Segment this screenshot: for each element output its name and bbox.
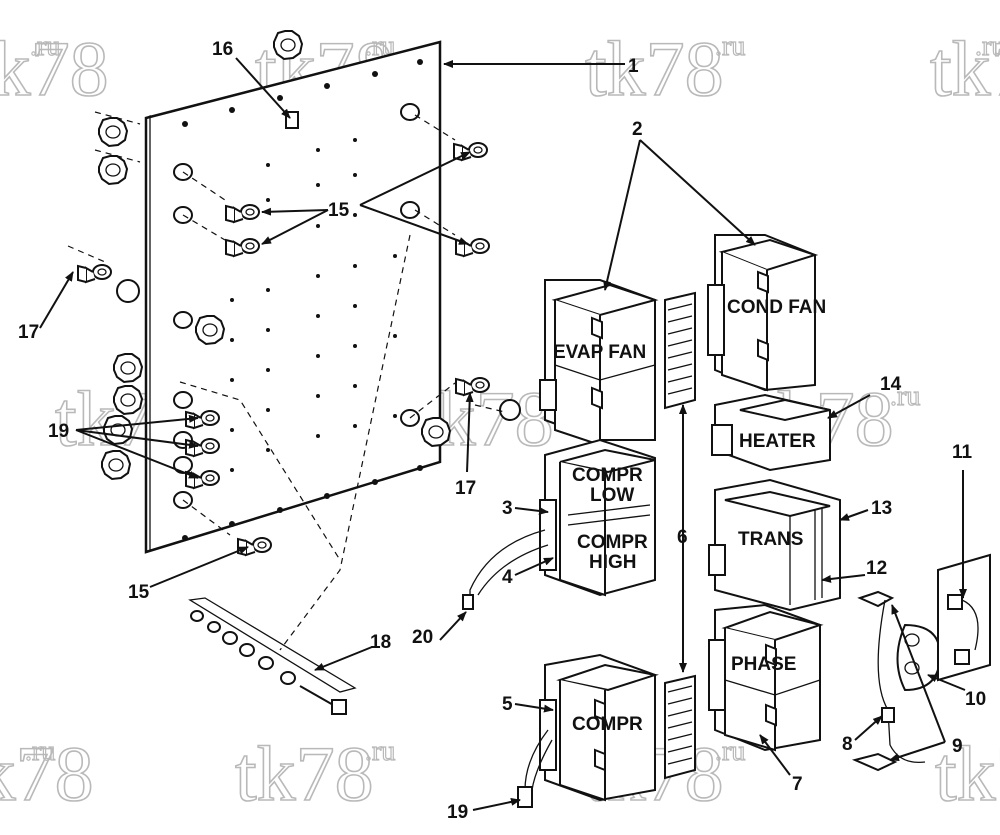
label-cond-fan: COND FAN <box>727 297 826 318</box>
mounting-panel <box>144 40 442 554</box>
label-compr-high-line2: HIGH <box>589 552 637 573</box>
label-phase: PHASE <box>731 654 796 675</box>
callout-16: 16 <box>212 39 233 60</box>
watermark-text: tk78 <box>0 730 94 817</box>
callout-9: 9 <box>952 736 963 757</box>
watermark-suffix: .ru <box>890 381 920 412</box>
watermark-text: tk78 <box>0 25 109 112</box>
relay-evap-fan <box>539 279 659 447</box>
label-compr-high-line1: COMPR <box>577 532 648 553</box>
terminal-strips <box>664 291 696 780</box>
callout-1: 1 <box>628 56 639 77</box>
watermark-suffix: .ru <box>975 31 1000 62</box>
callout-17-left: 17 <box>18 322 39 343</box>
callout-10: 10 <box>965 689 986 710</box>
watermark-text: tk78 <box>585 25 724 112</box>
component-labels: EVAP FAN COND FAN HEATER COMPR LOW COMPR… <box>553 297 826 735</box>
callout-7: 7 <box>792 774 803 795</box>
relay-phase <box>708 603 824 752</box>
callout-6: 6 <box>677 527 688 548</box>
hardware-kit-18 <box>188 597 357 715</box>
watermark-suffix: .ru <box>25 736 55 767</box>
transformer <box>708 478 841 612</box>
label-trans: TRANS <box>738 529 803 550</box>
watermark-suffix: .ru <box>365 736 395 767</box>
callout-17-right: 17 <box>455 478 476 499</box>
label-heater: HEATER <box>739 431 816 452</box>
callout-4: 4 <box>502 567 513 588</box>
callout-12: 12 <box>866 558 887 579</box>
panel-nuts <box>98 30 521 480</box>
watermark-text: tk78 <box>235 730 374 817</box>
label-compr: COMPR <box>572 714 643 735</box>
callout-15-bottom: 15 <box>128 582 150 603</box>
watermark-text: tk78 <box>930 25 1000 112</box>
relay-cond-fan <box>707 234 819 392</box>
callout-15-top: 15 <box>328 200 350 221</box>
label-compr-low-line2: LOW <box>590 485 634 506</box>
callout-19-left: 19 <box>48 421 69 442</box>
callout-3: 3 <box>502 498 513 519</box>
callout-13: 13 <box>871 498 892 519</box>
relay-compr-low-high <box>462 438 656 610</box>
small-parts <box>851 553 991 772</box>
callout-5: 5 <box>502 694 513 715</box>
label-compr-low-line1: COMPR <box>572 465 643 486</box>
watermark-text: tk78 <box>935 730 1000 817</box>
label-evap-fan: EVAP FAN <box>553 342 646 363</box>
relay-compr <box>517 653 659 808</box>
callout-8: 8 <box>842 734 853 755</box>
callout-19-bottom: 19 <box>447 802 468 823</box>
watermark-suffix: .ru <box>30 31 60 62</box>
callout-numbers: 1 2 3 4 5 6 7 8 9 10 11 12 13 14 15 15 1… <box>18 39 986 823</box>
callout-14: 14 <box>880 374 902 395</box>
relay-heater <box>711 393 831 472</box>
leader-lines <box>39 57 967 811</box>
assembly-lines <box>67 111 506 651</box>
watermark-suffix: .ru <box>715 31 745 62</box>
callout-20: 20 <box>412 627 433 648</box>
callout-18: 18 <box>370 632 391 653</box>
callout-11: 11 <box>952 442 973 463</box>
callout-2: 2 <box>632 119 643 140</box>
